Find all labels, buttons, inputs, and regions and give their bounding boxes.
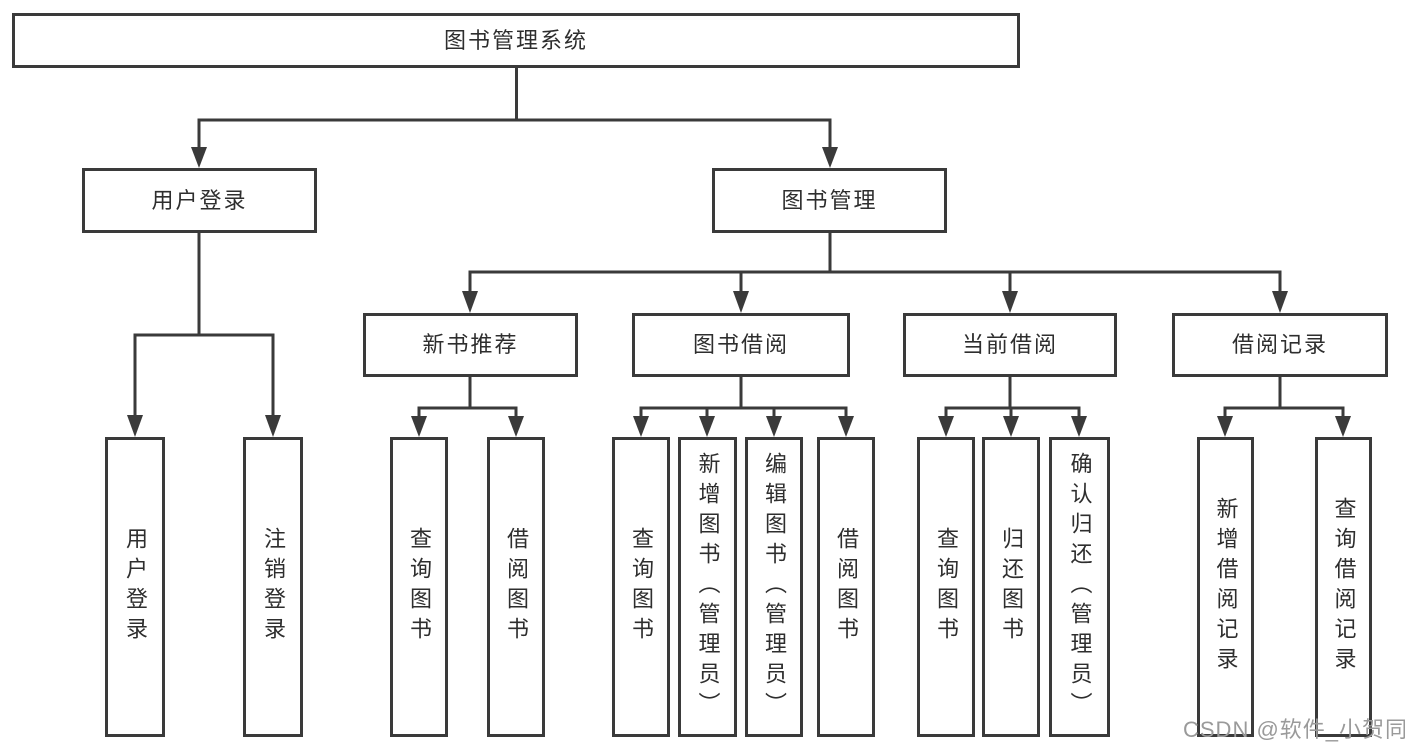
leaf-borrowing-borrow-book: 借阅图书	[817, 437, 875, 737]
node-library-management-system: 图书管理系统	[12, 13, 1020, 68]
node-current-borrowing: 当前借阅	[903, 313, 1117, 377]
node-book-borrowing: 图书借阅	[632, 313, 850, 377]
connector-user-login-to-leaves	[127, 233, 281, 437]
leaf-newbook-query-book: 查询图书	[390, 437, 448, 737]
node-book-management: 图书管理	[712, 168, 947, 233]
csdn-watermark: CSDN @软件_小贺同学	[1183, 717, 1405, 742]
node-borrowing-records: 借阅记录	[1172, 313, 1388, 377]
leaf-borrowing-edit-book-admin: 编辑图书（管理员）	[745, 437, 803, 737]
node-user-login: 用户登录	[82, 168, 317, 233]
connector-root-to-level2	[191, 68, 838, 168]
leaf-current-return-book: 归还图书	[982, 437, 1040, 737]
leaf-records-add-borrow-record: 新增借阅记录	[1197, 437, 1254, 737]
leaf-user-login: 用户登录	[105, 437, 165, 737]
connector-new-book-to-leaves	[411, 377, 524, 437]
leaf-current-query-book: 查询图书	[917, 437, 975, 737]
connector-current-borrowing-to-leaves	[938, 377, 1087, 437]
leaf-logout: 注销登录	[243, 437, 303, 737]
leaf-records-query-borrow-record: 查询借阅记录	[1315, 437, 1372, 737]
leaf-current-confirm-return-admin: 确认归还（管理员）	[1049, 437, 1110, 737]
connector-book-management-to-level3	[462, 233, 1288, 313]
connector-borrowing-records-to-leaves	[1217, 377, 1351, 437]
connector-book-borrowing-to-leaves	[633, 377, 854, 437]
leaf-borrowing-add-book-admin: 新增图书（管理员）	[678, 437, 737, 737]
leaf-borrowing-query-book: 查询图书	[612, 437, 670, 737]
leaf-newbook-borrow-book: 借阅图书	[487, 437, 545, 737]
node-new-book-recommendation: 新书推荐	[363, 313, 578, 377]
